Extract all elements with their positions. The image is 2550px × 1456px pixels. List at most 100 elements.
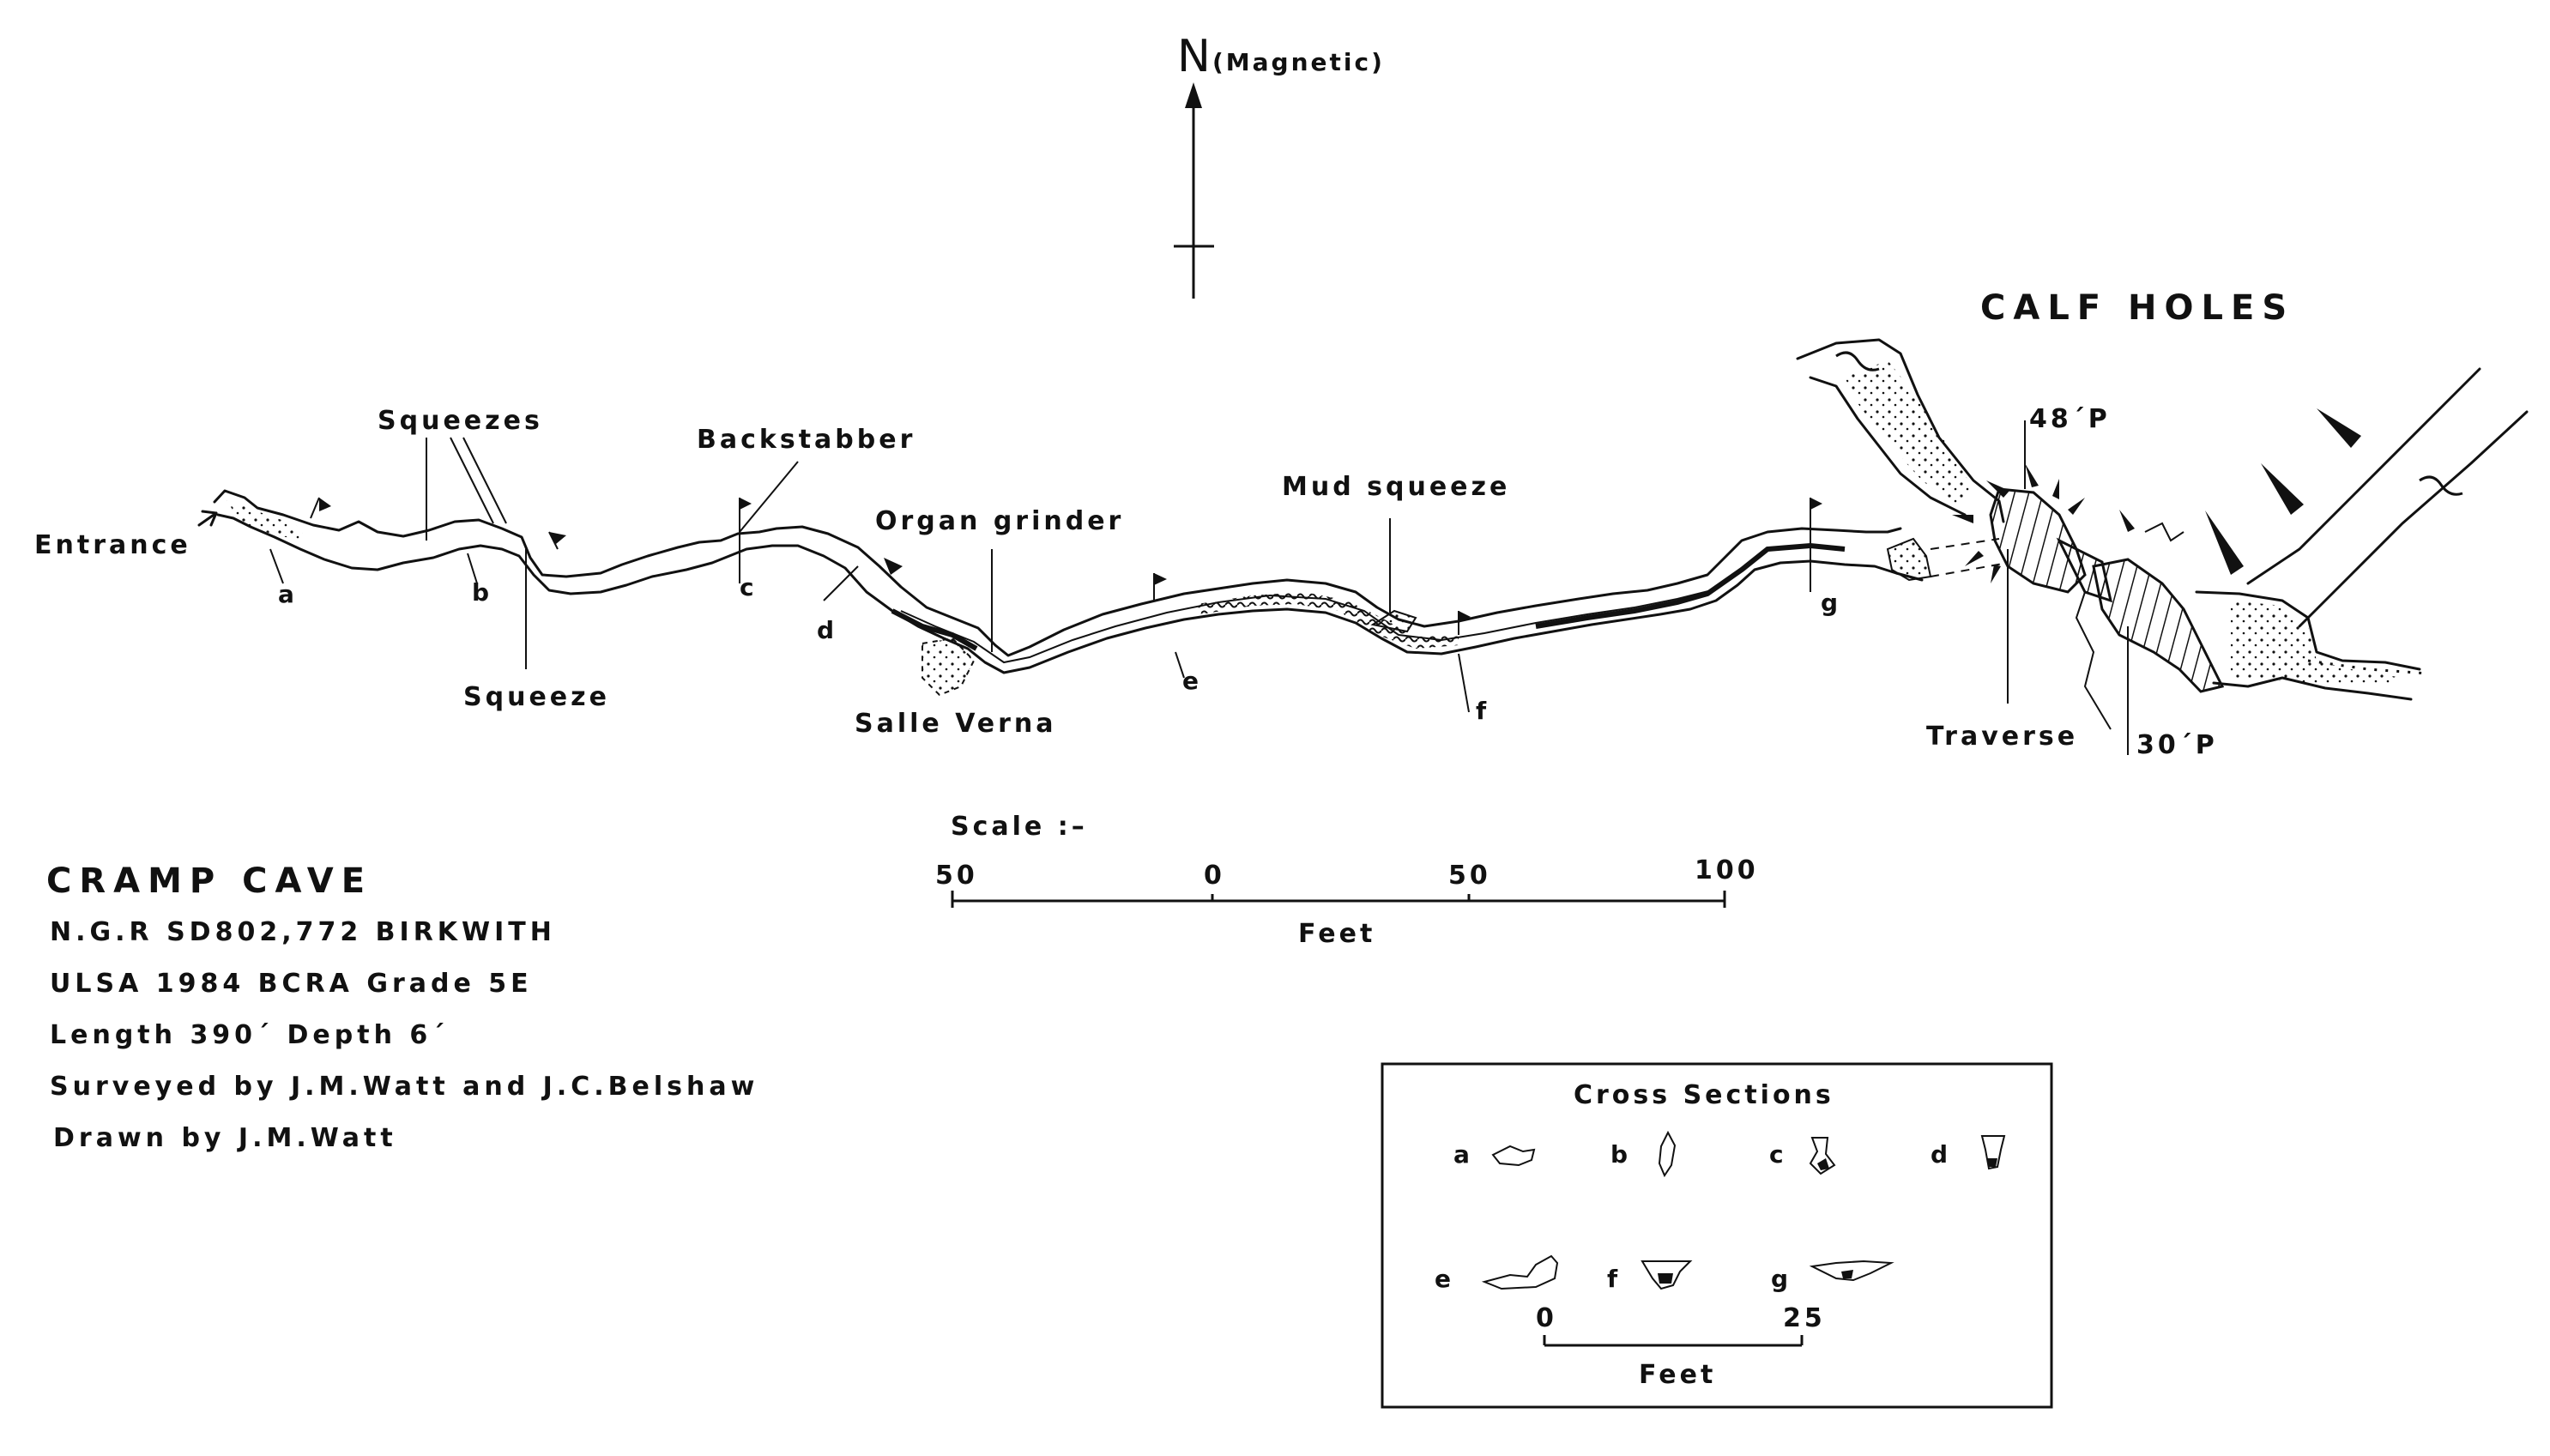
north-arrow: N (Magnetic): [1174, 31, 1385, 299]
cs-shape-c: [1809, 1137, 1836, 1175]
section-letter-d: d: [817, 616, 837, 644]
scale-unit: Feet: [1298, 919, 1375, 949]
cs-label-f: f: [1607, 1265, 1621, 1293]
section-flags: [269, 497, 1822, 713]
scale-tick-label-0: 0: [1204, 861, 1225, 891]
pitch-30-shaft: [2092, 558, 2225, 693]
feature-labels: CALF HOLES Entrance Squeezes Squeeze Bac…: [34, 288, 2294, 760]
passage-end-pool: [1886, 537, 1932, 582]
inlet-scree: [1845, 360, 1973, 506]
squeezes-label: Squeezes: [378, 406, 543, 436]
pitch-connection: [2056, 537, 2113, 603]
depression-arrow-3-icon: [2317, 408, 2361, 448]
entrance-label: Entrance: [34, 530, 191, 560]
section-letter-e: e: [1182, 667, 1202, 695]
cave-dimensions: Length 390´ Depth 6´: [50, 1020, 449, 1050]
calf-holes-outlet-2: [2212, 676, 2413, 701]
backstabber-label: Backstabber: [697, 425, 915, 455]
traverse-label: Traverse: [1926, 722, 2078, 752]
mud-mound: [1370, 609, 1417, 633]
side-stream-2: [2144, 522, 2184, 542]
cs-label-e: e: [1435, 1265, 1454, 1293]
grid-reference: N.G.R SD802,772 BIRKWITH: [50, 917, 556, 947]
cs-label-g: g: [1771, 1265, 1792, 1293]
survey-grade: ULSA 1984 BCRA Grade 5E: [50, 969, 533, 999]
cs-shape-d: [1980, 1135, 2006, 1170]
calf-holes-outlet: [2195, 590, 2421, 671]
sand-deposit-salle-verna: [922, 637, 976, 697]
backstabber-leader: [739, 461, 799, 533]
north-qualifier: (Magnetic): [1212, 48, 1385, 76]
scale-bar: Scale :– 50 0 50 100 Feet: [935, 812, 1759, 949]
section-flag-e: [1153, 573, 1185, 679]
sand-deposit-entrance: [225, 498, 309, 541]
section-flag-d: [823, 558, 903, 601]
drawn-by: Drawn by J.M.Watt: [53, 1123, 397, 1153]
calf-holes-valley-south: [2298, 410, 2529, 628]
cs-shape-f-fill: [1658, 1273, 1673, 1284]
calf-holes-valley-north: [2246, 367, 2481, 585]
section-flag-a: [269, 497, 331, 584]
squeezes-leader-2: [450, 437, 494, 524]
cs-shape-e: [1481, 1254, 1559, 1290]
pitch-30-label: 30´P: [2136, 730, 2218, 760]
cross-sections-box: Cross Sections a b c d e f g 0 25 Feet: [1381, 1062, 2053, 1409]
calf-holes-inlet-north-2: [1809, 376, 1967, 517]
cs-shape-f: [1641, 1260, 1693, 1290]
outlet-scree: [2231, 601, 2402, 686]
section-letter-f: f: [1476, 697, 1490, 725]
cs-shape-b: [1658, 1130, 1677, 1178]
cs-label-a: a: [1453, 1140, 1473, 1169]
scale-tick-label-50w: 50: [935, 861, 978, 891]
side-stream-1: [2075, 591, 2112, 730]
cs-shape-g-fill: [1841, 1270, 1853, 1278]
cs-scale-unit: Feet: [1639, 1360, 1716, 1390]
scale-title: Scale :–: [951, 812, 1088, 842]
organ-grinder-label: Organ grinder: [875, 506, 1124, 536]
north-letter: N: [1177, 31, 1211, 82]
squeezes-leader-3: [462, 437, 507, 524]
inlet-stream-icon: [1835, 351, 1880, 372]
scale-tick-label-100: 100: [1695, 855, 1759, 885]
stream-thick-west: [891, 608, 978, 651]
cs-label-d: d: [1931, 1140, 1951, 1169]
title-block: CRAMP CAVE N.G.R SD802,772 BIRKWITH ULSA…: [46, 861, 758, 1153]
north-arrow-head-icon: [1185, 82, 1202, 108]
calf-holes-inlet-north: [1796, 338, 2005, 523]
cs-shape-a: [1491, 1145, 1536, 1167]
connection-dashed-1: [1930, 538, 2000, 550]
pitch-48-shaft: [1989, 487, 2087, 594]
cs-shape-d-fill: [1987, 1158, 1997, 1167]
valley-stream-icon: [2419, 475, 2463, 496]
label-leaders: [426, 437, 1391, 669]
pitch-rim-ticks: [1952, 463, 2135, 583]
section-letter-b: b: [472, 578, 492, 607]
depression-arrow-2-icon: [2261, 463, 2304, 515]
section-letters: a b c d e f g: [278, 573, 1841, 725]
calf-holes-label: CALF HOLES: [1980, 288, 2294, 328]
cross-sections-title: Cross Sections: [1574, 1080, 1834, 1110]
section-flag-c: [739, 498, 752, 583]
cs-scale-label-0: 0: [1536, 1303, 1557, 1333]
calf-holes-area: [1796, 338, 2529, 755]
outlet-stream-dotted: [2307, 659, 2429, 675]
section-letter-a: a: [278, 580, 298, 608]
cs-shape-c-fill: [1817, 1158, 1829, 1170]
cs-scale-label-25: 25: [1783, 1303, 1826, 1333]
mud-fill: [1197, 592, 1459, 649]
surveyors: Surveyed by J.M.Watt and J.C.Belshaw: [50, 1072, 758, 1102]
section-flag-g: [1810, 498, 1822, 592]
cs-label-b: b: [1610, 1140, 1631, 1169]
cs-label-c: c: [1769, 1140, 1787, 1169]
scale-tick-label-50: 50: [1448, 861, 1491, 891]
salle-verna-label: Salle Verna: [855, 709, 1057, 739]
section-letter-g: g: [1821, 589, 1841, 617]
mud-squeeze-label: Mud squeeze: [1282, 472, 1510, 502]
section-flag-f: [1458, 611, 1471, 713]
section-flag-b: [467, 531, 566, 584]
cross-sections-frame: [1381, 1062, 2053, 1409]
section-letter-c: c: [740, 573, 758, 601]
cs-shape-g: [1809, 1260, 1894, 1282]
depression-arrow-1-icon: [2205, 511, 2244, 575]
passage-north-wall: [213, 489, 1902, 657]
